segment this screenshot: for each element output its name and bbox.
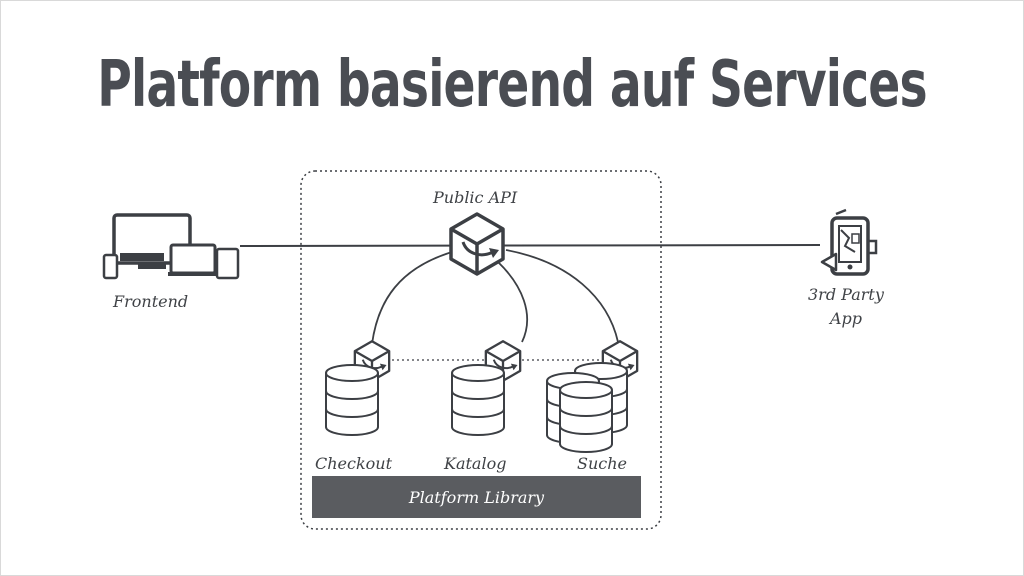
suche-label: Suche xyxy=(577,454,627,473)
slide-title: Platform basierend auf Services xyxy=(97,48,927,122)
database-icon xyxy=(559,381,613,453)
public-api-label: Public API xyxy=(433,188,518,207)
mobile-app-icon xyxy=(820,208,878,276)
platform-library-bar xyxy=(312,476,641,518)
platform-container xyxy=(300,170,662,530)
connection-arc-checkout xyxy=(371,251,453,345)
third-party-label-line1: 3rd Party xyxy=(808,285,884,304)
devices-icon xyxy=(102,213,240,280)
third-party-label-line2: App xyxy=(830,309,863,328)
katalog-label: Katalog xyxy=(444,454,507,473)
checkout-label: Checkout xyxy=(315,454,393,473)
frontend-label: Frontend xyxy=(113,292,189,311)
connection-arc-suche xyxy=(505,249,619,343)
connection-arc-katalog xyxy=(497,261,528,343)
database-icon xyxy=(325,364,379,436)
connection-line xyxy=(239,244,821,247)
cube-icon xyxy=(449,212,505,276)
platform-library-label: Platform Library xyxy=(408,488,545,507)
database-icon xyxy=(451,364,505,436)
